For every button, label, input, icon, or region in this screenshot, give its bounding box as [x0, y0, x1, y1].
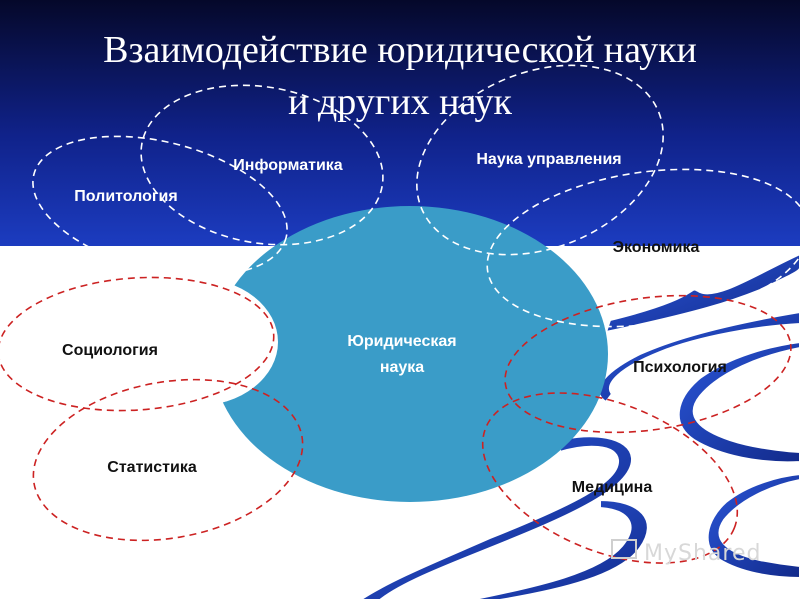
watermark: MyShared: [611, 539, 761, 566]
petal-medicine: [481, 392, 739, 564]
petal-politology: [32, 135, 288, 277]
label-politology: Политология: [74, 188, 177, 205]
center-label-line1: Юридическая: [347, 333, 456, 350]
slide-title-line2: и других наук: [288, 81, 512, 123]
center-label-line2: наука: [380, 359, 424, 376]
petal-informatics: [140, 84, 384, 246]
watermark-text: MyShared: [644, 541, 761, 566]
label-informatics: Информатика: [233, 157, 342, 174]
petal-psychology: [504, 294, 792, 434]
river-decoration: [358, 252, 800, 600]
petal-economics: [486, 168, 800, 328]
red-dashed-petals: [0, 276, 792, 564]
petal-statistics: [32, 378, 304, 542]
label-economics: Экономика: [613, 239, 700, 256]
petal-sociology: [0, 276, 275, 412]
header-band: [0, 0, 800, 246]
center-notch: [114, 278, 278, 406]
label-sociology: Социология: [62, 342, 158, 359]
center-shape: [114, 206, 608, 502]
label-management-science: Наука управления: [476, 151, 621, 168]
label-statistics: Статистика: [107, 459, 197, 476]
slide-title-line1: Взаимодействие юридической науки: [103, 29, 697, 71]
label-psychology: Психология: [633, 359, 727, 376]
watermark-cart-icon: [611, 539, 637, 559]
label-medicine: Медицина: [572, 479, 653, 496]
